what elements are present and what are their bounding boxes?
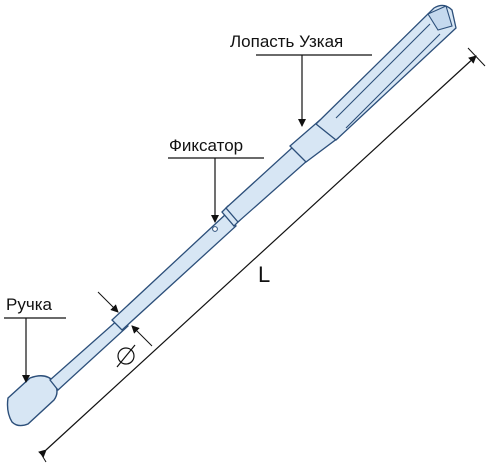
blade-leader bbox=[256, 54, 372, 127]
handle-label: Ручка bbox=[6, 295, 53, 314]
handle-grip bbox=[6, 375, 58, 427]
blade-tip bbox=[427, 5, 453, 31]
lock-leader bbox=[168, 157, 264, 223]
length-dimension bbox=[38, 47, 486, 463]
length-arrow bbox=[38, 55, 477, 458]
main-shaft bbox=[111, 213, 237, 331]
lock-hole bbox=[212, 226, 218, 232]
length-label: L bbox=[258, 262, 270, 287]
lower-shaft bbox=[49, 317, 129, 391]
diameter-dimension bbox=[97, 291, 153, 368]
blade-label: Лопасть Узкая bbox=[230, 32, 343, 51]
lock-label: Фиксатор bbox=[169, 136, 243, 155]
blade-rib bbox=[335, 23, 441, 129]
handle-leader bbox=[4, 317, 66, 383]
diameter-symbol bbox=[117, 347, 135, 365]
